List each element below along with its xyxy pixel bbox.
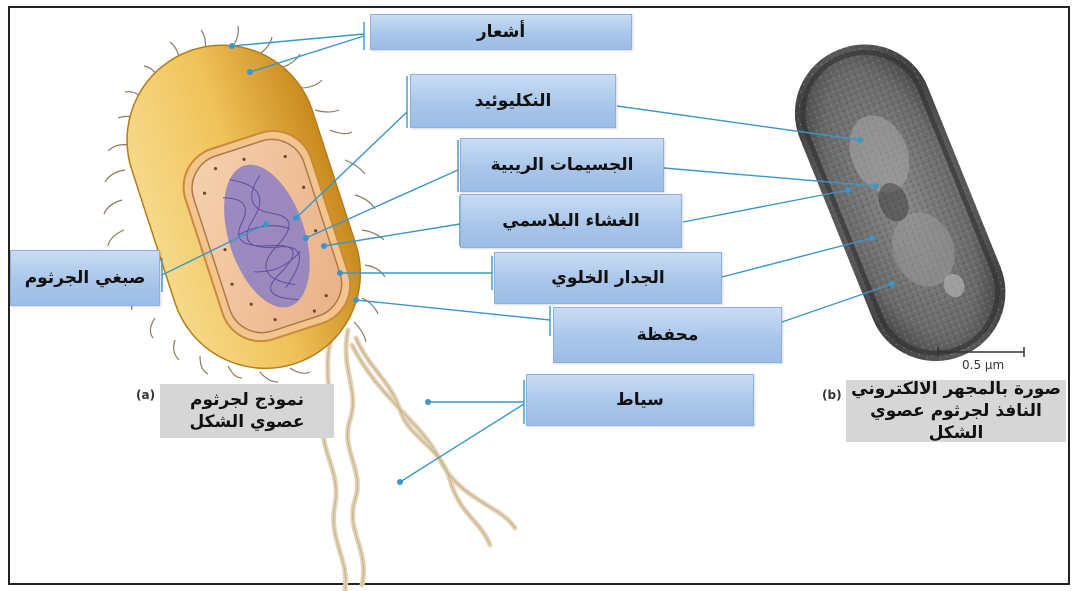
- label-chromosome: صبغي الجرثوم: [10, 250, 160, 306]
- caption-a: نموذج لجرثوم عصوي الشكل: [160, 384, 334, 438]
- bacterium-model: [102, 21, 385, 394]
- label-pili: أشعار: [370, 14, 632, 50]
- caption-a-tag: (a): [136, 388, 155, 402]
- caption-a-line1: نموذج لجرثوم: [190, 389, 304, 411]
- label-cell-wall: الجدار الخلوي: [494, 252, 722, 304]
- em-micrograph: [774, 24, 1026, 382]
- label-nucleoid: النكليوئيد: [410, 74, 616, 128]
- label-plasma-membrane: الغشاء البلاسمي: [460, 194, 682, 248]
- scale-bar-label: 0.5 µm: [962, 358, 1004, 372]
- caption-a-line2: عصوي الشكل: [189, 411, 304, 433]
- caption-b-tag: (b): [822, 388, 842, 402]
- caption-b-line1: صورة بالمجهر الالكتروني: [851, 378, 1061, 400]
- label-ribosomes: الجسيمات الريبية: [460, 138, 664, 192]
- label-flagella: سياط: [526, 374, 754, 426]
- caption-b: صورة بالمجهر الالكتروني النافذ لجرثوم عص…: [846, 380, 1066, 442]
- caption-b-line2: النافذ لجرثوم عصوي الشكل: [846, 400, 1066, 444]
- label-capsule: محفظة: [553, 307, 782, 363]
